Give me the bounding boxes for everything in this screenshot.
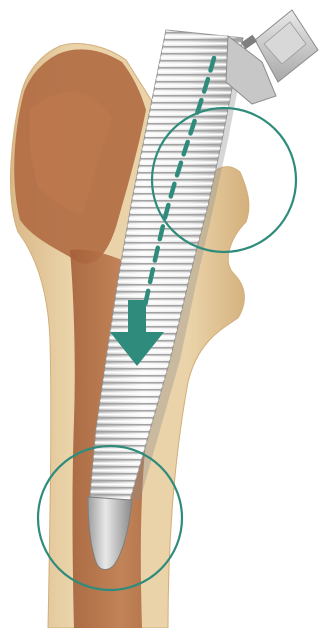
stem-neck <box>226 10 318 104</box>
